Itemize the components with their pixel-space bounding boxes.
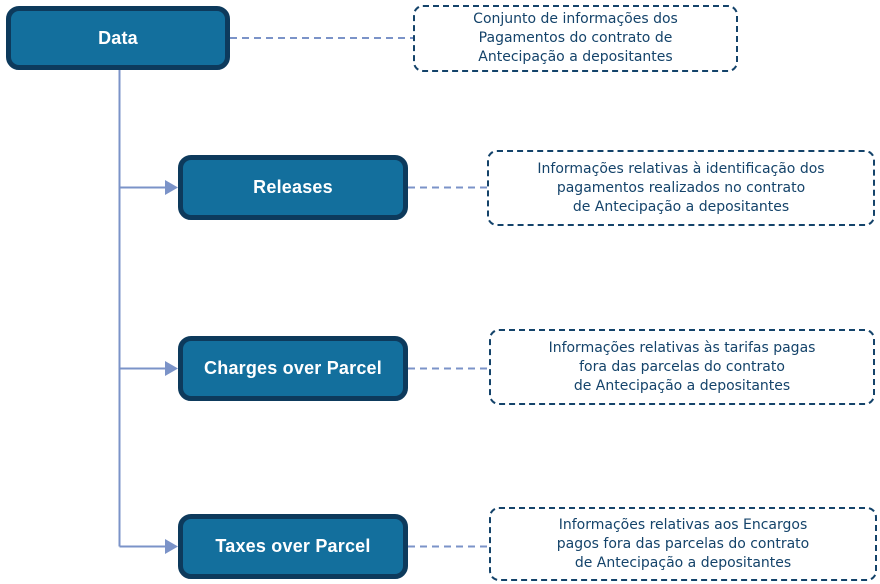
node-releases: Releases [178, 155, 408, 220]
node-data-label: Data [98, 27, 138, 48]
note-charges-line-3: de Antecipação a depositantes [573, 377, 791, 394]
node-charges-over-parcel-label: Charges over Parcel [204, 358, 382, 378]
node-charges-over-parcel: Charges over Parcel [178, 336, 408, 401]
note-taxes-line-2: pagos fora das parcelas do contrato [556, 535, 810, 552]
note-taxes-line-1: Informações relativas aos Encargos [558, 516, 808, 533]
note-data: Conjunto de informações dos Pagamentos d… [413, 5, 738, 72]
note-releases: Informações relativas à identificação do… [487, 150, 875, 226]
note-taxes-line-3: de Antecipação a depositantes [574, 554, 792, 571]
note-data-line-1: Conjunto de informações dos [473, 11, 678, 27]
arrowhead-releases-icon [165, 180, 178, 195]
note-charges-over-parcel: Informações relativas às tarifas pagas f… [489, 329, 875, 405]
note-releases-line-2: pagamentos realizados no contrato [556, 179, 806, 196]
arrowhead-taxes-icon [165, 539, 178, 554]
note-data-line-3: Antecipação a depositantes [478, 49, 673, 65]
note-charges-line-2: fora das parcelas do contrato [579, 358, 785, 375]
node-taxes-over-parcel: Taxes over Parcel [178, 514, 408, 579]
node-data: Data [6, 6, 230, 70]
note-data-line-2: Pagamentos do contrato de [478, 30, 673, 46]
note-releases-line-3: de Antecipação a depositantes [572, 198, 790, 215]
note-charges-line-1: Informações relativas às tarifas pagas [548, 339, 816, 356]
arrowhead-charges-icon [165, 361, 178, 376]
node-taxes-over-parcel-label: Taxes over Parcel [215, 536, 371, 556]
note-releases-line-1: Informações relativas à identificação do… [537, 160, 825, 177]
note-taxes-over-parcel: Informações relativas aos Encargos pagos… [489, 507, 877, 581]
node-releases-label: Releases [253, 177, 333, 197]
